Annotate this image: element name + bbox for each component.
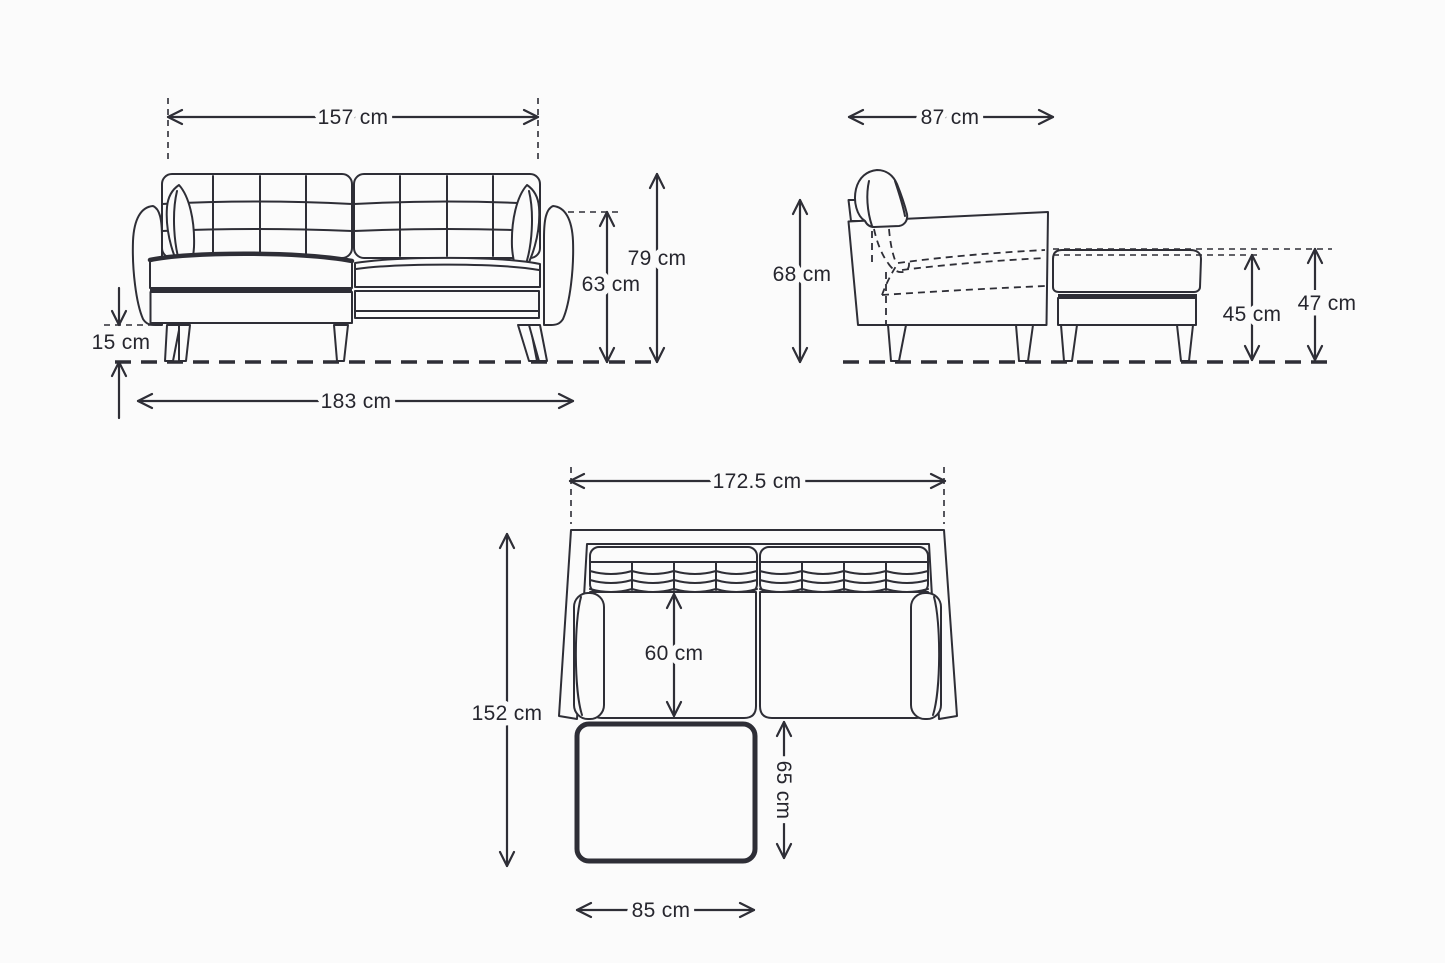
top-view: 172.5 cm bbox=[466, 465, 958, 928]
side-dim-footstool-overall-height: 47 cm bbox=[1292, 247, 1362, 362]
front-dim-arm-height: 63 cm bbox=[568, 210, 646, 364]
front-seat-right bbox=[354, 256, 541, 288]
side-headrest-cushion bbox=[854, 169, 909, 228]
front-clearance-label: 15 cm bbox=[92, 331, 151, 354]
top-dim-seat-depth: 60 cm bbox=[639, 592, 709, 718]
front-base bbox=[149, 290, 540, 324]
top-pillow-left bbox=[573, 592, 605, 720]
front-dim-overall-width: 183 cm bbox=[136, 385, 575, 419]
side-dim-footstool-seat-height: 45 cm bbox=[1217, 253, 1287, 362]
top-overall-depth-label: 152 cm bbox=[472, 702, 543, 725]
front-overall-height-label: 79 cm bbox=[628, 247, 687, 270]
top-footstool-width-label: 85 cm bbox=[632, 899, 691, 922]
side-dim-back-height: 68 cm bbox=[767, 198, 837, 364]
front-view: 157 cm 63 cm 79 cm 15 cm 183 cm bbox=[86, 98, 692, 420]
front-backrest bbox=[161, 173, 541, 259]
top-dim-internal-width: 172.5 cm bbox=[568, 465, 947, 524]
side-view: 87 cm bbox=[767, 101, 1362, 364]
side-depth-label: 87 cm bbox=[921, 106, 980, 129]
top-dim-footstool-width: 85 cm bbox=[575, 894, 756, 928]
top-dim-footstool-depth: 65 cm bbox=[767, 720, 801, 860]
top-seat-cushions bbox=[589, 591, 929, 719]
front-arm-height-label: 63 cm bbox=[582, 273, 641, 296]
top-pillow-right bbox=[910, 592, 942, 720]
front-overall-width-label: 183 cm bbox=[321, 390, 392, 413]
front-arm-right bbox=[543, 205, 575, 326]
side-footstool bbox=[1052, 249, 1202, 362]
front-back-width-label: 157 cm bbox=[318, 106, 389, 129]
front-dim-back-width: 157 cm bbox=[166, 98, 540, 162]
top-seat-depth-label: 60 cm bbox=[645, 642, 704, 665]
front-dim-overall-height: 79 cm bbox=[622, 172, 692, 364]
side-hidden-lines bbox=[871, 228, 1046, 324]
top-footstool-depth-label: 65 cm bbox=[772, 761, 795, 820]
side-footstool-seat-height-label: 45 cm bbox=[1223, 303, 1282, 326]
side-dim-depth: 87 cm bbox=[847, 101, 1055, 135]
side-footstool-overall-height-label: 47 cm bbox=[1298, 292, 1357, 315]
top-dim-overall-depth: 152 cm bbox=[466, 532, 548, 868]
side-sofa-legs bbox=[887, 324, 1034, 362]
top-footstool bbox=[574, 721, 758, 864]
side-back-height-label: 68 cm bbox=[773, 263, 832, 286]
front-legs bbox=[164, 324, 548, 362]
top-sofa-frame bbox=[558, 529, 958, 720]
top-internal-width-label: 172.5 cm bbox=[713, 470, 802, 493]
front-dim-clearance: 15 cm bbox=[86, 286, 162, 420]
front-seat-chaise bbox=[147, 251, 355, 292]
top-back-cushions bbox=[589, 546, 929, 594]
